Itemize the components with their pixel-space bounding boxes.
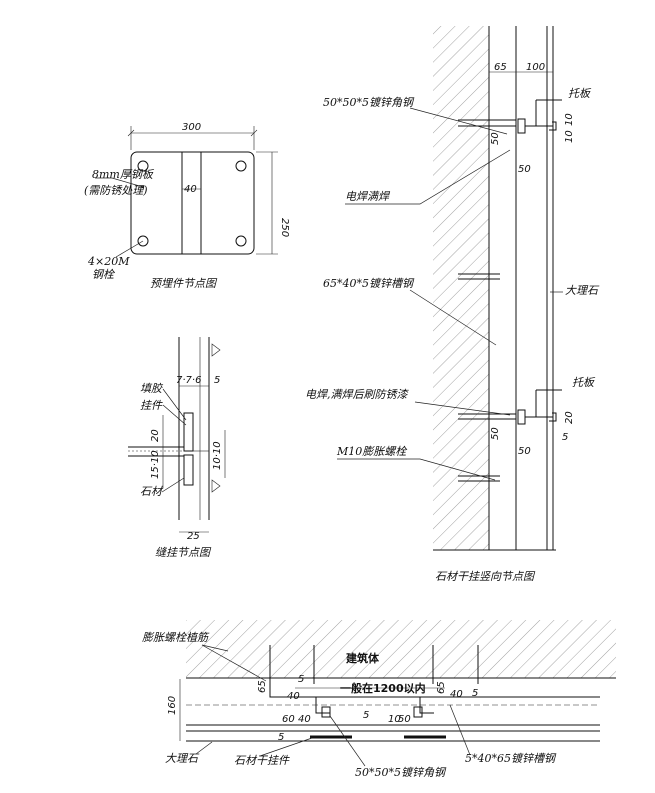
dim-10: 10 (388, 714, 401, 725)
label-weld: 电焊满焊 (345, 190, 391, 203)
label-channel: 5*40*65镀锌槽钢 (465, 752, 557, 765)
label-tray2: 托板 (572, 376, 596, 389)
dim-5a: 5 (298, 674, 304, 685)
groove-node: 7·7·6 5 20 15·10 10·10 25 填胶 挂件 石材 缝挂节点图 (128, 337, 226, 559)
label-bolt: M10膨胀螺栓 (336, 445, 408, 458)
dim-5c: 5 (363, 710, 369, 721)
label-hanger: 挂件 (140, 399, 163, 412)
dim-bottom: 25 (187, 531, 200, 542)
label-bolt-line2: 钢栓 (92, 268, 116, 281)
vertical-node-title: 石材干挂竖向节点图 (435, 570, 536, 583)
label-fill: 填胶 (140, 382, 164, 395)
label-weld-paint: 电焊,满焊后刷防锈漆 (305, 388, 409, 401)
dim-right: 10·10 (212, 441, 223, 470)
label-anchor: 膨胀螺栓植筋 (142, 631, 210, 644)
label-marble: 大理石 (565, 284, 600, 297)
building-body (186, 620, 616, 678)
label-angle: 50*50*5镀锌角钢 (355, 766, 447, 779)
dim-center: 40 (184, 184, 197, 195)
dim-50: 50 (398, 714, 411, 725)
bolt-hole (235, 160, 247, 172)
dim-160: 160 (167, 696, 178, 715)
center-stiffener (181, 151, 202, 255)
dim-height: 250 (279, 218, 290, 237)
bolt-hole (137, 160, 149, 172)
dim-50d: 50 (518, 446, 531, 457)
embedded-part-title: 预埋件节点图 (150, 277, 218, 290)
dim-50c: 50 (490, 427, 501, 440)
hanger-plate-lower (183, 454, 194, 486)
dim-left-upper: 20 (150, 429, 161, 442)
label-angle: 50*50*5镀锌角钢 (323, 96, 415, 109)
dim-10a: 10 (564, 130, 575, 143)
bolt-hole (137, 235, 149, 247)
dim-100: 100 (526, 62, 545, 73)
groove-node-title: 缝挂节点图 (155, 546, 212, 559)
label-plate-line1: 8mm厚钢板 (92, 168, 155, 181)
label-tray1: 托板 (568, 87, 592, 100)
dim-65: 65 (494, 62, 507, 73)
dim-5: 5 (562, 432, 568, 443)
bolt-hole (235, 235, 247, 247)
dim-65b: 65 (436, 681, 447, 694)
plan-node: 一般在1200以内 65 5 40 60 40 5 5 10 50 65 40 … (142, 620, 616, 779)
dim-top: 7·7·6 (176, 375, 201, 386)
dim-5d: 5 (472, 688, 478, 699)
dim-40b: 40 (298, 714, 311, 725)
dim-top-right: 5 (214, 375, 220, 386)
label-marble: 大理石 (165, 752, 200, 765)
dim-40c: 40 (450, 689, 463, 700)
label-plate-line2: (需防锈处理) (84, 184, 148, 197)
dim-50a: 50 (490, 132, 501, 145)
label-spacing: 一般在1200以内 (340, 681, 426, 695)
embedded-part-node: 300 250 40 8mm厚钢板 (需防锈处理) 4×20M 钢栓 预埋件节点… (84, 122, 290, 290)
dim-left-lower: 15·10 (150, 450, 161, 479)
dim-10b: 10 (564, 113, 575, 126)
dim-50b: 50 (518, 164, 531, 175)
dim-65a: 65 (257, 680, 268, 693)
hanger-plate (183, 412, 194, 452)
structure-wall (433, 26, 489, 550)
dim-20: 20 (564, 411, 575, 424)
dim-40a: 40 (287, 691, 300, 702)
dim-width: 300 (182, 122, 201, 133)
label-hanger: 石材干挂件 (234, 754, 290, 767)
label-stone: 石材 (140, 485, 164, 498)
label-building: 建筑体 (346, 651, 380, 665)
dim-5b: 5 (278, 732, 284, 743)
dim-60: 60 (282, 714, 295, 725)
label-bolt-line1: 4×20M (87, 255, 130, 268)
label-channel: 65*40*5镀锌槽钢 (323, 277, 415, 290)
vertical-node: 65 100 50 50 10 10 50 50 20 5 50*50*5镀锌角… (305, 26, 600, 583)
